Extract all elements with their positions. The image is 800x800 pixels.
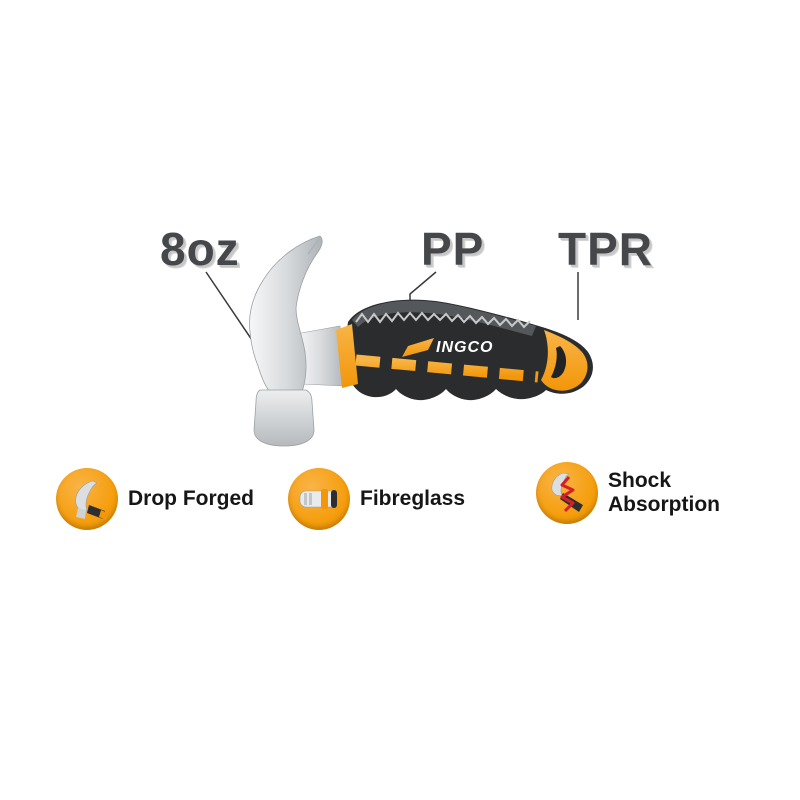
- grip-collar: [336, 324, 358, 388]
- claw-hammer-icon: [75, 480, 108, 520]
- tpr-callout-label: TPR: [558, 223, 653, 275]
- shock-absorption-badge: [536, 462, 598, 524]
- feature-fibreglass: Fibreglass: [288, 468, 465, 530]
- grip-orange-stripe: [355, 354, 539, 383]
- weight-callout-line: [205, 271, 257, 347]
- shock-absorption-icon: [551, 472, 583, 513]
- pp-callout-label: PP: [421, 223, 485, 275]
- fibreglass-core-icon: [299, 489, 338, 509]
- grip-rib-zigzag: [355, 311, 531, 329]
- hang-hole: [551, 346, 567, 379]
- fibreglass-badge: [288, 468, 350, 530]
- weight-callout-label: 8oz: [160, 223, 240, 275]
- feature-shock-absorption: Shock Absorption: [536, 462, 738, 524]
- feature-label: Shock Absorption: [608, 468, 720, 516]
- feature-label: Drop Forged: [128, 486, 254, 510]
- hammer-face: [253, 389, 315, 447]
- brand-swoosh: [402, 338, 434, 357]
- feature-drop-forged: Drop Forged: [56, 468, 254, 530]
- brand-logo: INGCO: [436, 339, 493, 356]
- grip-rib-band: [352, 300, 536, 336]
- drop-forged-badge: [56, 468, 118, 530]
- feature-label: Fibreglass: [360, 486, 466, 510]
- claw-split-line: [307, 237, 321, 255]
